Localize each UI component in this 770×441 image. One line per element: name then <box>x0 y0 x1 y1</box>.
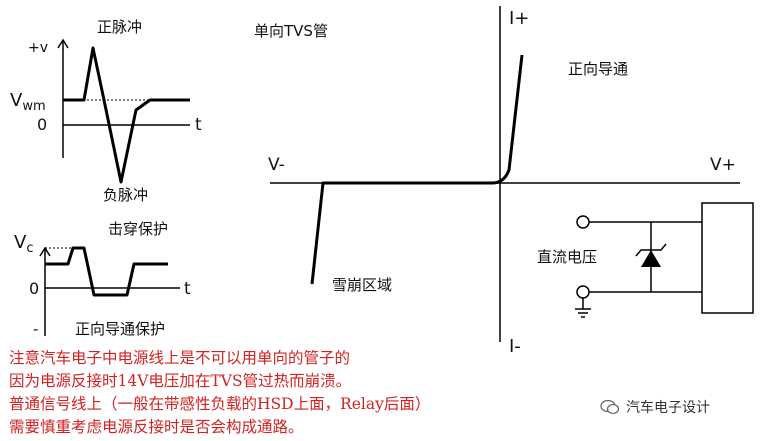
iv-curve <box>310 54 524 285</box>
i-plus-label: I+ <box>509 8 529 29</box>
pulse-waveform: 正脉冲 +v Vwm 0 t 负脉冲 <box>10 18 202 204</box>
tvs-diode-icon <box>641 250 661 267</box>
avalanche-label: 雪崩区域 <box>332 276 392 294</box>
breakdown-protect-label: 击穿保护 <box>108 220 168 238</box>
protection-circuit: 直流电压 <box>537 202 754 318</box>
watermark: 汽车电子设计 <box>600 397 710 417</box>
note-line-1: 注意汽车电子中电源线上是不可以用单向的管子的 <box>9 349 351 367</box>
pulse-zero-label: 0 <box>37 115 47 134</box>
forward-conduction-label: 正向导通 <box>568 60 628 78</box>
clamp-zero-label: 0 <box>29 279 39 298</box>
terminal-top <box>576 215 590 229</box>
pulse-v-arrow <box>57 38 69 49</box>
vc-label: Vc <box>14 232 33 256</box>
plus-v-label: +v <box>28 40 48 56</box>
terminal-bottom <box>576 285 590 299</box>
pos-pulse-label: 正脉冲 <box>97 18 142 36</box>
wechat-icon <box>600 399 620 415</box>
v-minus-label: V- <box>268 155 285 175</box>
clamp-waveform: 击穿保护 Vc 0 t - 正向导通保护 <box>14 220 191 338</box>
clamp-t-label: t <box>184 279 191 299</box>
tvs-title: 单向TVS管 <box>254 22 328 40</box>
pulse-trace <box>63 46 190 184</box>
iv-characteristic: 单向TVS管 I+ I- V- V+ 正向导通 雪崩区域 <box>254 6 740 357</box>
clamp-minus-label: - <box>33 320 38 338</box>
load-box <box>701 202 754 314</box>
pulse-t-label: t <box>195 115 202 135</box>
vwm-label: Vwm <box>10 90 46 114</box>
forward-protect-label: 正向导通保护 <box>75 320 165 338</box>
note-line-4: 需要慎重考虑电源反接时是否会构成通路。 <box>9 418 304 436</box>
watermark-text: 汽车电子设计 <box>626 400 710 416</box>
note-line-2: 因为电源反接时14V电压加在TVS管过热而崩溃。 <box>9 372 352 390</box>
i-minus-label: I- <box>509 336 521 357</box>
neg-pulse-label: 负脉冲 <box>103 186 148 204</box>
clamp-trace <box>45 246 168 297</box>
v-plus-label: V+ <box>710 155 736 175</box>
dc-voltage-label: 直流电压 <box>537 248 597 266</box>
tvs-diode-bar <box>635 243 667 257</box>
note-line-3: 普通信号线上（一般在带感性负载的HSD上面，Relay后面） <box>9 395 431 413</box>
